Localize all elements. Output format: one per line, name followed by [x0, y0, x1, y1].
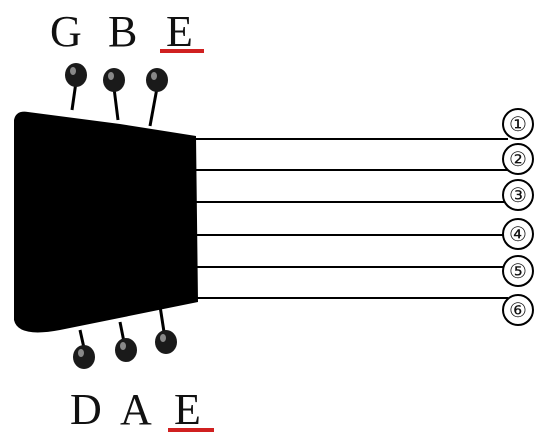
top-note-label-b: B [108, 7, 137, 56]
string-marker-4: ④ [502, 218, 534, 250]
bottom-note-labels: D A E [70, 385, 214, 434]
string-marker-6: ⑥ [502, 294, 534, 326]
string-number-1: ① [509, 112, 527, 136]
top-note-labels: G B E [50, 7, 204, 56]
tuning-peg-a [115, 321, 137, 362]
tuning-peg-d [73, 329, 95, 369]
string-number-4: ④ [509, 222, 527, 246]
top-note-label-e: E [166, 7, 193, 56]
tuning-peg-e-low [155, 305, 177, 354]
string-number-markers: ① ② ③ ④ ⑤ ⑥ [502, 108, 534, 326]
string-marker-3: ③ [502, 179, 534, 211]
top-note-label-g: G [50, 7, 82, 56]
string-number-6: ⑥ [509, 298, 527, 322]
guitar-strings [196, 138, 508, 299]
bottom-note-label-a: A [120, 385, 152, 434]
string-number-3: ③ [509, 183, 527, 207]
tuning-peg-b [103, 68, 125, 121]
top-tuning-pegs [65, 63, 168, 127]
tuning-peg-e-high [146, 68, 168, 127]
headstock-body [14, 111, 198, 333]
string-number-2: ② [509, 147, 527, 171]
bottom-tuning-pegs [73, 305, 177, 369]
bottom-note-label-d: D [70, 385, 102, 434]
string-marker-2: ② [502, 143, 534, 175]
string-marker-5: ⑤ [502, 255, 534, 287]
string-marker-1: ① [502, 108, 534, 140]
string-number-5: ⑤ [509, 259, 527, 283]
bottom-note-label-e: E [174, 385, 201, 434]
tuning-peg-g [65, 63, 87, 111]
